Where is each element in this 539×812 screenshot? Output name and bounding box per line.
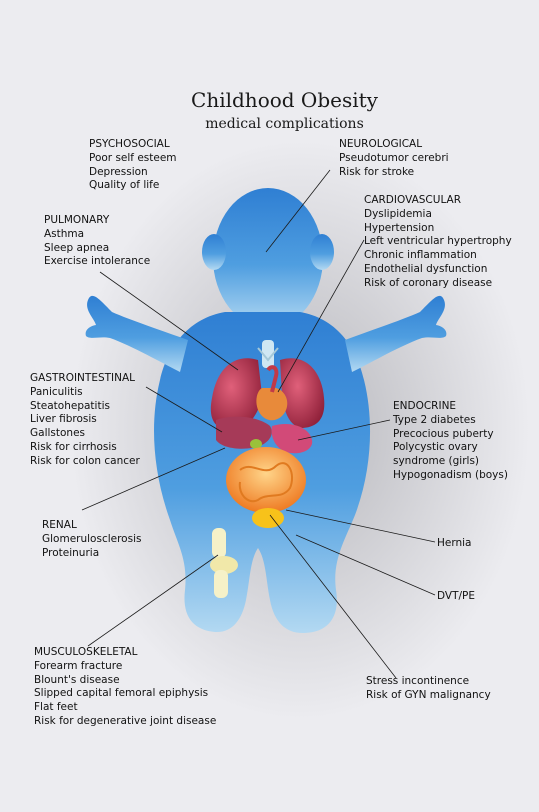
pulmonary-item: Exercise intolerance (44, 255, 151, 268)
trachea (262, 340, 274, 368)
gastrointestinal-group: GASTROINTESTINAL Paniculitis Steatohepat… (30, 372, 140, 469)
cardiovascular-item: Hypertension (364, 221, 435, 234)
psychosocial-group: PSYCHOSOCIAL Poor self esteem Depression… (89, 138, 177, 193)
endocrine-item: syndrome (girls) (393, 455, 480, 468)
neurological-item: Pseudotumor cerebri (339, 151, 449, 164)
pulmonary-item: Asthma (44, 227, 85, 240)
endocrine-item: Precocious puberty (393, 427, 494, 440)
dvt-pe-label: DVT/PE (437, 590, 476, 602)
endocrine-item: Type 2 diabetes (393, 413, 476, 426)
endocrine-group: ENDOCRINE Type 2 diabetes Precocious pub… (393, 400, 508, 483)
neurological-group: NEUROLOGICAL Pseudotumor cerebri Risk fo… (339, 138, 449, 179)
renal-heading: RENAL (42, 519, 77, 531)
stress-item: Risk of GYN malignancy (366, 688, 491, 701)
psychosocial-item: Quality of life (89, 179, 160, 192)
gastrointestinal-heading: GASTROINTESTINAL (30, 372, 136, 384)
neurological-item: Risk for stroke (339, 165, 415, 178)
gastrointestinal-item: Paniculitis (30, 385, 83, 398)
renal-group: RENAL Glomerulosclerosis Proteinuria (42, 519, 141, 560)
cardiovascular-item: Chronic inflammation (364, 249, 477, 262)
pulmonary-heading: PULMONARY (44, 214, 110, 226)
musculoskeletal-item: Flat feet (34, 701, 78, 714)
cardiovascular-group: CARDIOVASCULAR Dyslipidemia Hypertension… (364, 194, 512, 291)
psychosocial-heading: PSYCHOSOCIAL (89, 138, 170, 150)
endocrine-item: Polycystic ovary (393, 441, 478, 454)
leader-lines (81, 169, 436, 679)
gastrointestinal-item: Risk for colon cancer (30, 454, 140, 467)
musculoskeletal-item: Risk for degenerative joint disease (34, 714, 217, 727)
renal-item: Proteinuria (42, 546, 100, 559)
page-subtitle: medical complications (205, 116, 364, 132)
neurological-heading: NEUROLOGICAL (339, 138, 423, 150)
cardiovascular-item: Risk of coronary disease (364, 276, 493, 289)
cardiovascular-item: Dyslipidemia (364, 207, 432, 220)
stress-item: Stress incontinence (366, 675, 470, 687)
hernia-label: Hernia (437, 537, 472, 549)
gastrointestinal-item: Risk for cirrhosis (30, 440, 117, 453)
renal-item: Glomerulosclerosis (42, 532, 142, 545)
intestines (226, 447, 306, 513)
gallbladder (250, 439, 262, 449)
endocrine-item: Hypogonadism (boys) (393, 468, 508, 481)
knee-joint (210, 528, 238, 598)
cardiovascular-item: Endothelial dysfunction (364, 262, 488, 275)
cardiovascular-item: Left ventricular hypertrophy (364, 235, 512, 248)
bladder (252, 508, 284, 528)
pulmonary-item: Sleep apnea (44, 241, 110, 254)
pulmonary-group: PULMONARY Asthma Sleep apnea Exercise in… (44, 214, 150, 269)
musculoskeletal-item: Forearm fracture (34, 659, 123, 672)
gastrointestinal-item: Gallstones (30, 427, 86, 440)
musculoskeletal-heading: MUSCULOSKELETAL (34, 646, 138, 658)
musculoskeletal-group: MUSCULOSKELETAL Forearm fracture Blount'… (34, 646, 216, 729)
internal-organs (210, 340, 325, 528)
endocrine-heading: ENDOCRINE (393, 400, 457, 412)
psychosocial-item: Depression (89, 165, 148, 178)
heart (256, 388, 288, 421)
musculoskeletal-item: Blount's disease (34, 673, 120, 686)
gastrointestinal-item: Liver fibrosis (30, 413, 97, 426)
page-title: Childhood Obesity (191, 88, 378, 112)
right-lung (280, 358, 325, 428)
left-lung (210, 358, 262, 430)
cardiovascular-heading: CARDIOVASCULAR (364, 194, 462, 206)
stomach (271, 423, 313, 454)
psychosocial-item: Poor self esteem (89, 151, 177, 164)
stress-group: Stress incontinence Risk of GYN malignan… (366, 675, 491, 703)
musculoskeletal-item: Slipped capital femoral epiphysis (34, 687, 209, 700)
gastrointestinal-item: Steatohepatitis (30, 399, 110, 412)
